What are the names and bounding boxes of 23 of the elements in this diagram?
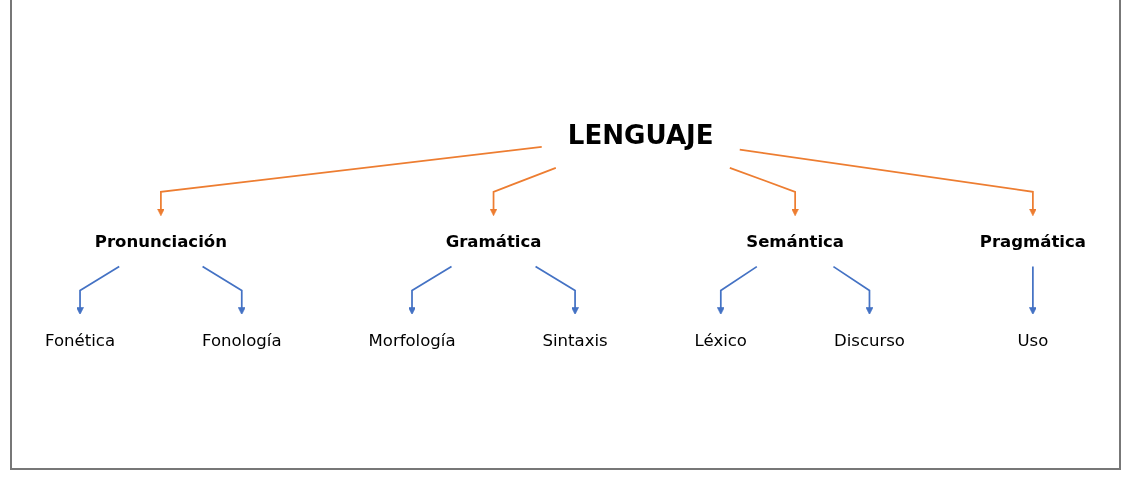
node-text: Léxico [694,330,747,350]
arrow [738,148,1037,217]
arrow [408,265,453,315]
node-text: Pragmática [979,231,1086,251]
arrow [1029,265,1037,315]
arrow [832,265,874,315]
node-text: Pronunciación [94,231,227,251]
node-text: Semántica [746,231,845,251]
arrow [157,146,543,217]
arrow [717,265,758,315]
arrow [201,265,246,315]
arrow [489,167,557,217]
node-text: Fonología [202,330,282,350]
node-text: LENGUAJE [567,120,714,151]
node-text: Gramática [445,231,542,251]
arrow [76,265,121,315]
arrow [728,167,799,217]
arrow [534,265,579,315]
node-text: Sintaxis [542,330,608,350]
node-text: Discurso [833,330,905,350]
node-text: Uso [1017,330,1049,350]
node-text: Morfología [368,330,456,350]
node-text: Fonética [45,330,116,350]
